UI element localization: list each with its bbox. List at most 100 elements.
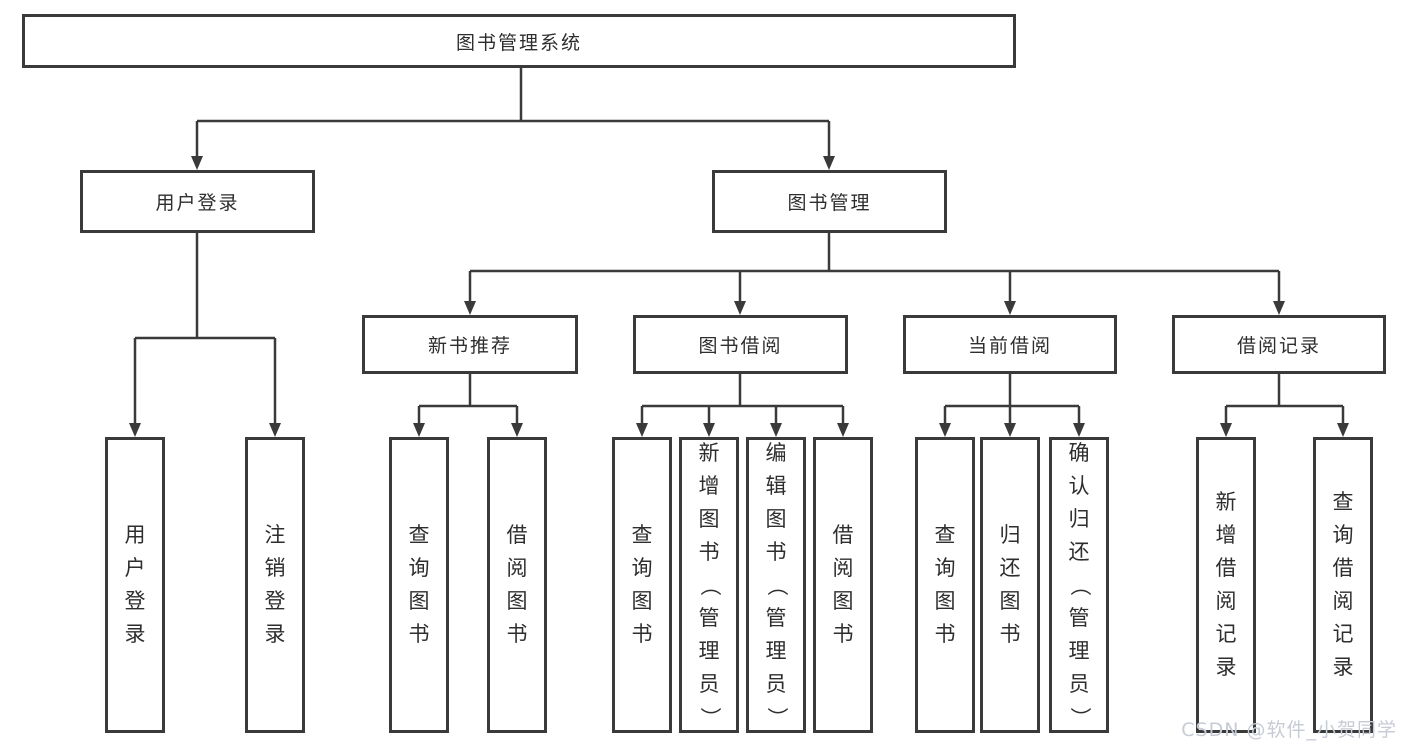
leaf-label-char: 记 [1215, 622, 1237, 646]
leaf-label-char: 登 [264, 589, 286, 613]
leaf-label-char: 户 [124, 556, 146, 580]
leaf-label-char: 询 [1332, 523, 1354, 547]
leaf-label-char: ） [697, 706, 722, 728]
node-label: 借阅记录 [1236, 335, 1321, 357]
node-book-borrowing: 图书借阅 [633, 315, 848, 374]
leaf-label-char: 录 [1332, 655, 1354, 679]
leaf-label-char: 查 [934, 523, 956, 547]
leaf-label-char: 阅 [1332, 589, 1354, 613]
node-label: 图书借阅 [698, 335, 783, 357]
leaf-label-char: 管 [765, 605, 787, 630]
leaf-label-char: 图 [999, 589, 1021, 613]
node-label: 图书管理 [787, 192, 872, 214]
leaf-label-char: 管 [698, 605, 720, 630]
leaf-label-char: 管 [1068, 605, 1090, 630]
leaf-label-char: 图 [408, 589, 430, 613]
node-user-login: 用户登录 [80, 170, 315, 233]
leaf-label-char: 图 [506, 589, 528, 613]
leaf-label-char: 员 [765, 671, 787, 696]
leaf-label-char: 销 [264, 556, 286, 580]
csdn-watermark: CSDN @软件_小贺同学 [1181, 719, 1397, 741]
leaf-bb-add-books-admin: 新增图书 （ 管理员 ） [679, 437, 739, 733]
leaf-label-char: 询 [408, 556, 430, 580]
leaf-label-char: 新 [1215, 490, 1237, 514]
leaf-label-char: 借 [1332, 556, 1354, 580]
leaf-label-char: 阅 [1215, 589, 1237, 613]
leaf-label-char: 增 [1215, 523, 1237, 547]
leaf-label-char: （ [764, 574, 789, 596]
leaf-label-char: （ [697, 574, 722, 596]
leaf-label-char: 书 [999, 622, 1021, 646]
leaf-label-char: 理 [698, 638, 720, 663]
leaf-br-query-record: 查询借阅记录 [1313, 437, 1373, 733]
leaf-label-char: 阅 [506, 556, 528, 580]
leaf-label-char: 确 [1068, 440, 1090, 465]
leaf-label-char: 书 [832, 622, 854, 646]
leaf-label-char: 借 [506, 523, 528, 547]
leaf-label-char: 归 [999, 523, 1021, 547]
leaf-label-char: 注 [264, 523, 286, 547]
leaf-label-char: 书 [408, 622, 430, 646]
leaf-label-char: 录 [1215, 655, 1237, 679]
leaf-label-char: 增 [698, 473, 720, 498]
leaf-label-char: 借 [1215, 556, 1237, 580]
leaf-label-char: 图 [698, 506, 720, 531]
leaf-br-add-record: 新增借阅记录 [1196, 437, 1256, 733]
leaf-label-char: 用 [124, 523, 146, 547]
leaf-label-char: 阅 [832, 556, 854, 580]
leaf-label-char: （ [1067, 574, 1092, 596]
leaf-label-char: ） [1067, 706, 1092, 728]
leaf-label-char: 查 [631, 523, 653, 547]
leaf-label-char: ） [764, 706, 789, 728]
leaf-label-char: 书 [765, 539, 787, 564]
leaf-label-char: 登 [124, 589, 146, 613]
leaf-label-char: 辑 [765, 473, 787, 498]
leaf-label-char: 询 [934, 556, 956, 580]
leaf-label-char: 理 [1068, 638, 1090, 663]
node-new-book-recommend: 新书推荐 [362, 315, 578, 374]
leaf-bb-edit-books-admin: 编辑图书 （ 管理员 ） [746, 437, 806, 733]
leaf-label-char: 录 [264, 622, 286, 646]
leaf-label-char: 员 [698, 671, 720, 696]
leaf-label-char: 还 [1068, 539, 1090, 564]
node-library-system: 图书管理系统 [22, 14, 1016, 68]
leaf-nb-borrow-books: 借阅图书 [487, 437, 547, 733]
leaf-nb-query-books: 查询图书 [389, 437, 449, 733]
node-label: 用户登录 [155, 192, 240, 214]
node-label: 当前借阅 [967, 335, 1052, 357]
leaf-label-char: 书 [934, 622, 956, 646]
leaf-label-char: 查 [408, 523, 430, 547]
leaf-label-char: 书 [698, 539, 720, 564]
node-borrowing-records: 借阅记录 [1172, 315, 1386, 374]
leaf-logout-login: 注销登录 [245, 437, 305, 733]
leaf-label-char: 图 [832, 589, 854, 613]
leaf-label-char: 记 [1332, 622, 1354, 646]
leaf-label-char: 员 [1068, 671, 1090, 696]
leaf-label-char: 书 [506, 622, 528, 646]
node-label: 新书推荐 [427, 335, 512, 357]
leaf-bb-query-books: 查询图书 [612, 437, 672, 733]
leaf-label-char: 图 [934, 589, 956, 613]
connector-paths [133, 68, 1345, 424]
leaf-label-char: 新 [698, 440, 720, 465]
leaf-label-char: 录 [124, 622, 146, 646]
leaf-label-char: 归 [1068, 506, 1090, 531]
node-current-borrowing: 当前借阅 [903, 315, 1117, 374]
leaf-label-char: 认 [1068, 473, 1090, 498]
leaf-label-char: 图 [631, 589, 653, 613]
leaf-user-login: 用户登录 [105, 437, 165, 733]
leaf-label-char: 图 [765, 506, 787, 531]
leaf-label-char: 书 [631, 622, 653, 646]
arrowheads [129, 156, 1349, 437]
leaf-label-char: 理 [765, 638, 787, 663]
leaf-label-char: 查 [1332, 490, 1354, 514]
node-book-management: 图书管理 [712, 170, 947, 233]
leaf-bb-borrow-books: 借阅图书 [813, 437, 873, 733]
leaf-label-char: 还 [999, 556, 1021, 580]
node-label: 图书管理系统 [455, 31, 582, 54]
leaf-label-char: 编 [765, 440, 787, 465]
leaf-cb-query-books: 查询图书 [915, 437, 975, 733]
leaf-cb-return-books: 归还图书 [980, 437, 1040, 733]
